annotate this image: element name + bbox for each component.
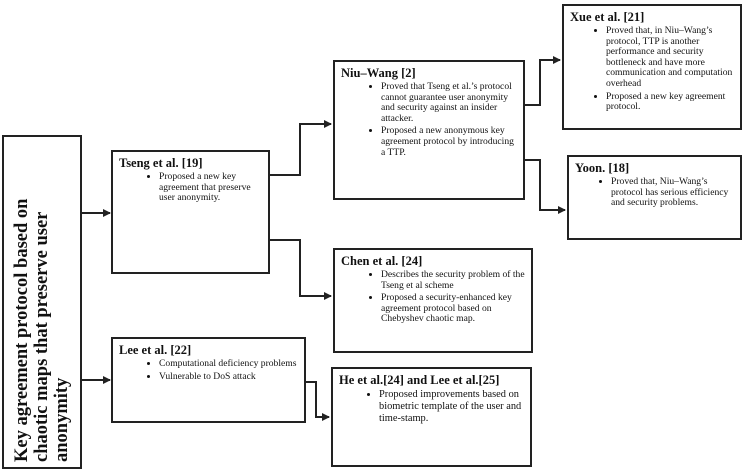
list-item: Proved that, Niu–Wang’s protocol has ser… <box>611 176 736 209</box>
arrow-lee-to-he <box>306 381 330 421</box>
node-tseng-title: Tseng et al. [19] <box>119 156 203 170</box>
node-he-lee: He et al.[24] and Lee et al.[25] Propose… <box>331 367 532 467</box>
node-yoon: Yoon. [18] Proved that, Niu–Wang’s proto… <box>567 155 742 240</box>
list-item: Proved that, in Niu–Wang’s protocol, TTP… <box>606 25 736 90</box>
node-he-lee-title: He et al.[24] and Lee et al.[25] <box>339 373 500 387</box>
node-lee-title: Lee et al. [22] <box>119 343 192 357</box>
node-niu-wang-title: Niu–Wang [2] <box>341 66 416 80</box>
list-item: Computational deficiency problems <box>159 358 300 370</box>
node-tseng-list: Proposed a new key agreement that preser… <box>113 171 264 204</box>
list-item: Proposed a new key agreement protocol. <box>606 91 736 113</box>
root-topic-label: Key agreement protocol based on chaotic … <box>12 198 72 462</box>
arrow-tseng-to-niu <box>270 120 332 176</box>
node-lee-list: Computational deficiency problems Vulner… <box>113 358 300 383</box>
node-yoon-title: Yoon. [18] <box>575 161 630 175</box>
arrow-niu-to-yoon <box>525 159 566 214</box>
node-chen-title: Chen et al. [24] <box>341 254 423 268</box>
list-item: Proposed a new anonymous key agreement p… <box>381 126 519 158</box>
node-xue-title: Xue et al. [21] <box>570 10 645 24</box>
list-item: Proposed a security-enhanced key agreeme… <box>381 292 527 325</box>
node-chen-list: Describes the security problem of the Ts… <box>335 269 527 325</box>
list-item: Proved that Tseng et al.’s protocol cann… <box>381 81 519 124</box>
list-item: Proposed a new key agreement that preser… <box>159 171 264 204</box>
node-niu-wang-list: Proved that Tseng et al.’s protocol cann… <box>335 81 519 158</box>
node-he-lee-list: Proposed improvements based on biometric… <box>333 389 526 425</box>
arrow-tseng-to-chen <box>270 239 332 300</box>
node-tseng: Tseng et al. [19] Proposed a new key agr… <box>111 150 270 274</box>
node-yoon-list: Proved that, Niu–Wang’s protocol has ser… <box>569 176 736 209</box>
arrow-niu-to-xue <box>525 56 561 106</box>
node-xue-list: Proved that, in Niu–Wang’s protocol, TTP… <box>564 25 736 113</box>
root-topic-box: Key agreement protocol based on chaotic … <box>2 135 82 469</box>
node-niu-wang: Niu–Wang [2] Proved that Tseng et al.’s … <box>333 60 525 200</box>
node-chen: Chen et al. [24] Describes the security … <box>333 248 533 353</box>
node-lee: Lee et al. [22] Computational deficiency… <box>111 337 306 423</box>
list-item: Vulnerable to DoS attack <box>159 371 300 383</box>
list-item: Describes the security problem of the Ts… <box>381 269 527 291</box>
node-xue: Xue et al. [21] Proved that, in Niu–Wang… <box>562 4 742 130</box>
list-item: Proposed improvements based on biometric… <box>379 389 526 425</box>
